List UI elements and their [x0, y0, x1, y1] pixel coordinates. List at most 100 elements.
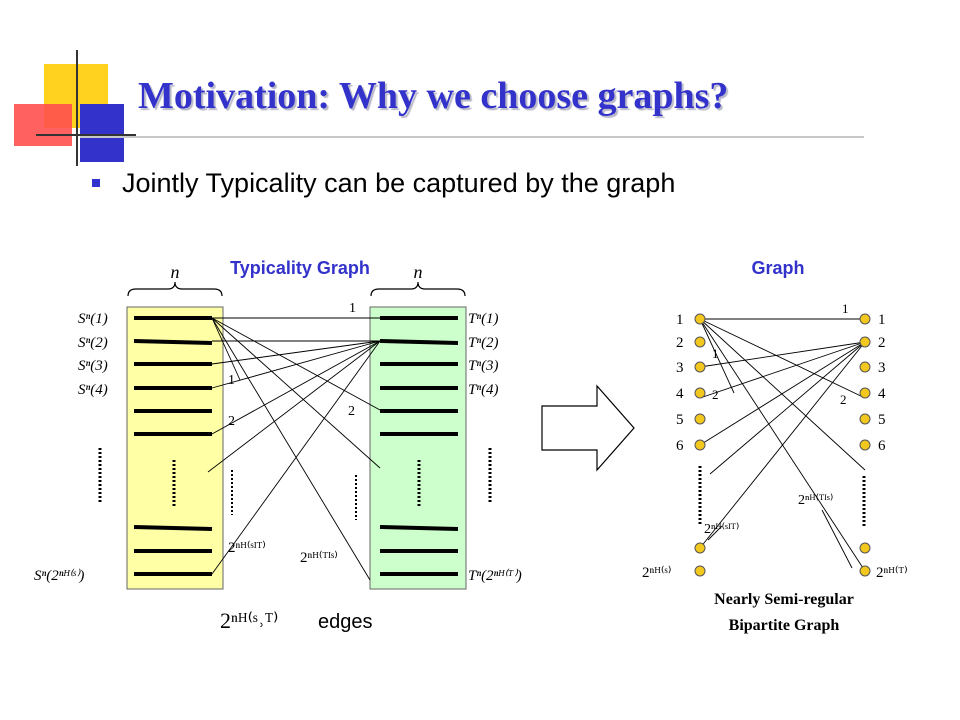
- vertex-number: 6: [878, 438, 886, 454]
- graph-degree-expression-left: 2ⁿᴴ⁽ˢᴵᵀ⁾: [704, 522, 739, 537]
- degree-label: 2: [348, 404, 355, 419]
- vertex: [694, 336, 706, 348]
- graph-degree-expression-right: 2ⁿᴴ⁽ᵀᴵˢ⁾: [798, 493, 833, 508]
- edge: [699, 318, 866, 399]
- edge: [211, 317, 371, 581]
- edge: [699, 341, 866, 399]
- graph-degree-labels: 1 1 2 2: [712, 301, 849, 407]
- vertex-number: 5: [676, 412, 684, 428]
- vertex-number: 3: [676, 360, 684, 376]
- vertex: [694, 542, 706, 554]
- typicality-edges: [207, 317, 381, 581]
- right-bottom-vertex-label: 2ⁿᴴ⁽ᵀ⁾: [876, 565, 908, 581]
- edge: [211, 340, 381, 365]
- left-sequence-labels: Sⁿ(1) Sⁿ(2) Sⁿ(3) Sⁿ(4) Sⁿ(2ⁿᴴ⁽ˢ⁾): [34, 311, 108, 584]
- vertex-number: 4: [676, 386, 684, 402]
- right-arrow-icon: [541, 384, 635, 472]
- vertex: [694, 361, 706, 373]
- bullet-square-icon: [92, 179, 100, 187]
- bullet-text: Jointly Typicality can be captured by th…: [122, 168, 676, 198]
- left-vertex-numbers: 1 2 3 4 5 6: [676, 312, 684, 454]
- sequence-bar: [379, 339, 459, 345]
- deco-blue-square: [80, 104, 124, 162]
- typicality-degree-labels: 1 1 2 2: [228, 301, 356, 429]
- graph-caption-line2: Bipartite Graph: [729, 617, 840, 634]
- edge: [211, 317, 241, 381]
- deco-horizontal-line: [36, 134, 136, 136]
- ellipsis-dots-small: [231, 470, 357, 520]
- right-sequence-label: Tⁿ(3): [468, 358, 499, 374]
- edge: [211, 340, 381, 389]
- typicality-graph: n n Typicality Graph: [34, 258, 522, 633]
- edge: [211, 317, 381, 469]
- deco-red-square: [14, 104, 72, 146]
- right-sequence-labels: Tⁿ(1) Tⁿ(2) Tⁿ(3) Tⁿ(4) Tⁿ(2ⁿᴴ⁽ᵀ⁾): [468, 311, 522, 584]
- vertex: [694, 439, 706, 451]
- right-brace-label: n: [414, 262, 423, 282]
- left-typical-set-panel: [126, 306, 224, 590]
- edges-word: edges: [318, 611, 373, 633]
- edge: [699, 341, 866, 549]
- degree-label: 1: [349, 301, 356, 316]
- vertex-number: 5: [878, 412, 886, 428]
- degree-label: 1: [842, 301, 849, 316]
- vertex: [859, 387, 871, 399]
- edge: [207, 340, 381, 473]
- vertex-number: 1: [676, 312, 684, 328]
- sequence-bar: [379, 525, 459, 531]
- vertex: [859, 439, 871, 451]
- left-sequence-label: Sⁿ(4): [78, 382, 108, 398]
- vertex: [694, 413, 706, 425]
- edge: [699, 341, 866, 446]
- bullet-item: Jointly Typicality can be captured by th…: [92, 168, 675, 199]
- graph-edges: [699, 318, 866, 572]
- right-sequence-bars: [379, 316, 459, 576]
- vertex-number: 3: [878, 360, 886, 376]
- graph-ellipsis: [698, 466, 866, 528]
- edge: [709, 341, 866, 475]
- vertex: [859, 413, 871, 425]
- vertex: [694, 313, 706, 325]
- left-brace: [127, 281, 223, 297]
- left-bottom-vertex-label: 2ⁿᴴ⁽ˢ⁾: [642, 565, 671, 581]
- edge: [699, 318, 735, 394]
- degree-label: 2: [840, 392, 847, 407]
- degree-expression-left: 2ⁿᴴ⁽ˢᴵᵀ⁾: [228, 540, 266, 556]
- sequence-bar: [133, 525, 213, 531]
- vertex: [859, 361, 871, 373]
- edge: [707, 525, 723, 541]
- edges-count-expression: 2ⁿᴴ⁽ˢ˒ᵀ⁾: [220, 608, 278, 633]
- degree-label: 1: [712, 346, 719, 361]
- sequence-bar: [133, 339, 213, 345]
- vertex: [859, 313, 871, 325]
- left-sequence-label: Sⁿ(2ⁿᴴ⁽ˢ⁾): [34, 568, 84, 584]
- vertex: [859, 542, 871, 554]
- edge: [211, 340, 381, 435]
- degree-label: 2: [228, 414, 235, 429]
- edge: [211, 340, 381, 575]
- right-sequence-label: Tⁿ(4): [468, 382, 499, 398]
- typicality-graph-heading: Typicality Graph: [230, 258, 370, 278]
- title-divider: [80, 136, 864, 138]
- right-sequence-label: Tⁿ(1): [468, 311, 499, 327]
- vertex: [694, 387, 706, 399]
- vertex-number: 1: [878, 312, 886, 328]
- degree-expression-right: 2ⁿᴴ⁽ᵀᴵˢ⁾: [300, 550, 338, 566]
- edge: [821, 509, 853, 569]
- edge: [211, 317, 381, 411]
- right-vertices: [859, 313, 871, 577]
- vertex-number: 4: [878, 386, 886, 402]
- left-vertices: [694, 313, 706, 577]
- degree-label: 2: [712, 387, 719, 402]
- graph-caption-line1: Nearly Semi-regular: [714, 591, 854, 608]
- vertex: [859, 336, 871, 348]
- left-brace-label: n: [171, 262, 180, 282]
- bipartite-graph: Graph: [642, 258, 908, 634]
- edge: [699, 318, 866, 471]
- left-sequence-label: Sⁿ(1): [78, 311, 108, 327]
- graph-heading: Graph: [751, 258, 804, 278]
- slide-title: Motivation: Why we choose graphs?: [138, 75, 729, 117]
- left-sequence-label: Sⁿ(2): [78, 335, 108, 351]
- vertex: [694, 565, 706, 577]
